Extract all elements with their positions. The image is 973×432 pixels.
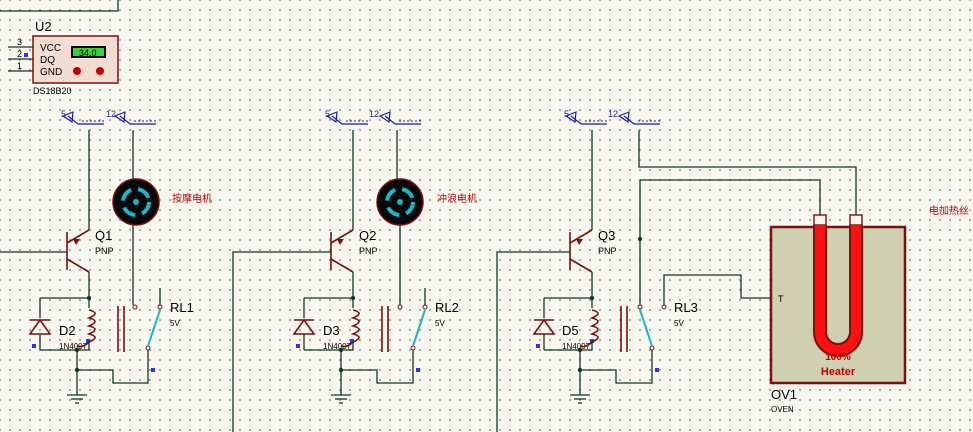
- stage-3: 5 12 Q3 PNP D5 1N4007: [496, 109, 857, 432]
- d5-part: 1N4007: [562, 342, 591, 351]
- q2-ref: Q2: [359, 228, 376, 243]
- motor-1-label: 按摩电机: [172, 192, 212, 205]
- diode-d5[interactable]: [532, 298, 556, 350]
- sensor-reading: 34.0: [79, 48, 97, 58]
- ground-1: [67, 394, 87, 404]
- ground-3: [570, 394, 590, 404]
- ds18b20-sensor[interactable]: U2 VCC DQ GND 3 2 1 34.0 DS18B20: [8, 19, 119, 96]
- sensor-pinnum-3: 3: [17, 37, 22, 47]
- sensor-button-down[interactable]: [73, 67, 81, 75]
- rl2-ref: RL2: [435, 300, 459, 315]
- rl3-value: 5V: [674, 319, 684, 328]
- relay-rl3[interactable]: [579, 304, 667, 352]
- sensor-button-up[interactable]: [96, 67, 104, 75]
- d3-ref: D3: [323, 323, 340, 338]
- diode-d2[interactable]: [28, 298, 52, 350]
- oven-element-label: Heater: [821, 366, 856, 378]
- oven-ov1[interactable]: T 100% Heater: [769, 214, 907, 385]
- sensor-pinnum-1: 1: [17, 61, 22, 71]
- d2-ref: D2: [59, 323, 76, 338]
- sensor-pin-gnd: GND: [40, 67, 62, 78]
- rl1-ref: RL1: [170, 300, 194, 315]
- oven-ref: OV1: [771, 387, 797, 402]
- rl3-ref: RL3: [674, 300, 698, 315]
- motor-2[interactable]: [376, 178, 424, 226]
- top-wire: [0, 0, 119, 12]
- motor-1[interactable]: [112, 178, 160, 226]
- rl1-value: 5V: [170, 319, 180, 328]
- transistor-q2[interactable]: [330, 229, 354, 273]
- q3-ref: Q3: [598, 228, 615, 243]
- transistor-q3[interactable]: [569, 229, 593, 273]
- sensor-pinnum-2: 2: [17, 49, 22, 59]
- q2-type: PNP: [359, 246, 378, 256]
- pin-marker: [655, 368, 659, 372]
- pin-marker: [416, 368, 420, 372]
- diode-d3[interactable]: [292, 298, 316, 350]
- ground-2: [331, 394, 351, 404]
- oven-level: 100%: [825, 352, 851, 363]
- stage-1-power-5: 5: [61, 109, 66, 119]
- rl2-value: 5V: [435, 319, 445, 328]
- heater-element: [815, 225, 861, 355]
- q3-type: PNP: [598, 246, 617, 256]
- sensor-pin-vcc: VCC: [40, 43, 61, 54]
- stage-3-power-12: 12: [608, 109, 618, 119]
- pin-marker: [86, 339, 90, 343]
- stage-1: 5 12 按摩电机 Q1 PNP D2 1N4007: [0, 109, 212, 404]
- pin-marker: [24, 53, 28, 57]
- stage-2-power-5: 5: [325, 109, 330, 119]
- d3-part: 1N4007: [323, 342, 352, 351]
- stage-2: 5 12 冲浪电机 Q2 PNP D3 1N4007: [232, 109, 477, 432]
- d5-ref: D5: [562, 323, 579, 338]
- pin-marker: [151, 368, 155, 372]
- stage-2-power-12: 12: [369, 109, 379, 119]
- sensor-ref: U2: [35, 19, 52, 34]
- relay-rl2[interactable]: [340, 304, 428, 352]
- oven-part: OVEN: [771, 405, 794, 414]
- motor-2-label: 冲浪电机: [437, 192, 477, 205]
- pin-marker: [350, 339, 354, 343]
- sensor-pin-dq: DQ: [40, 55, 55, 66]
- q1-type: PNP: [95, 246, 114, 256]
- stage-1-power-12: 12: [106, 109, 116, 119]
- stage-3-power-5: 5: [564, 109, 569, 119]
- sensor-part: DS18B20: [33, 86, 72, 96]
- pin-marker: [590, 339, 594, 343]
- d2-part: 1N4007: [59, 342, 88, 351]
- pin-marker: [536, 344, 540, 348]
- transistor-q1[interactable]: [66, 229, 90, 273]
- heater-text-label: 电加热丝: [929, 204, 969, 217]
- pin-marker: [296, 344, 300, 348]
- relay-rl1[interactable]: [76, 304, 163, 352]
- q1-ref: Q1: [95, 228, 112, 243]
- pin-marker: [32, 344, 36, 348]
- oven-pin-label: T: [778, 294, 784, 304]
